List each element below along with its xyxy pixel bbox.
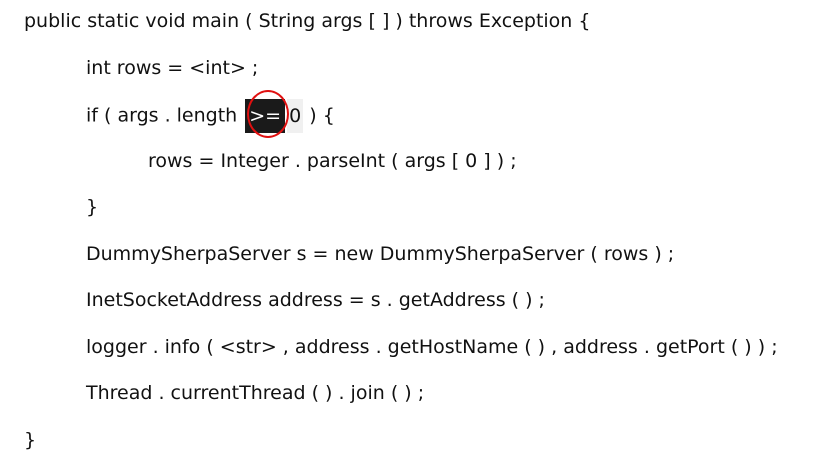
code-line-method-signature: public static void main ( String args [ … [24,10,591,32]
highlighted-operator-token[interactable]: >= [245,99,286,133]
code-line-if-condition: if ( args . length >=0 ) { [0,99,335,133]
code-line-get-address: InetSocketAddress address = s . getAddre… [86,289,545,311]
if-condition-prefix: if ( args . length [86,104,244,127]
code-line-logger-info: logger . info ( <str> , address . getHos… [86,336,778,358]
code-line-if-close: } [86,196,99,218]
if-condition-suffix: ) { [303,104,335,127]
code-line-parse-int: rows = Integer . parseInt ( args [ 0 ] )… [148,150,517,172]
code-line-method-close: } [24,429,37,451]
comparison-value-token: 0 [287,99,304,133]
code-line-rows-declaration: int rows = <int> ; [86,57,259,79]
code-line-server-init: DummySherpaServer s = new DummySherpaSer… [86,243,675,265]
code-line-thread-join: Thread . currentThread ( ) . join ( ) ; [86,382,425,404]
